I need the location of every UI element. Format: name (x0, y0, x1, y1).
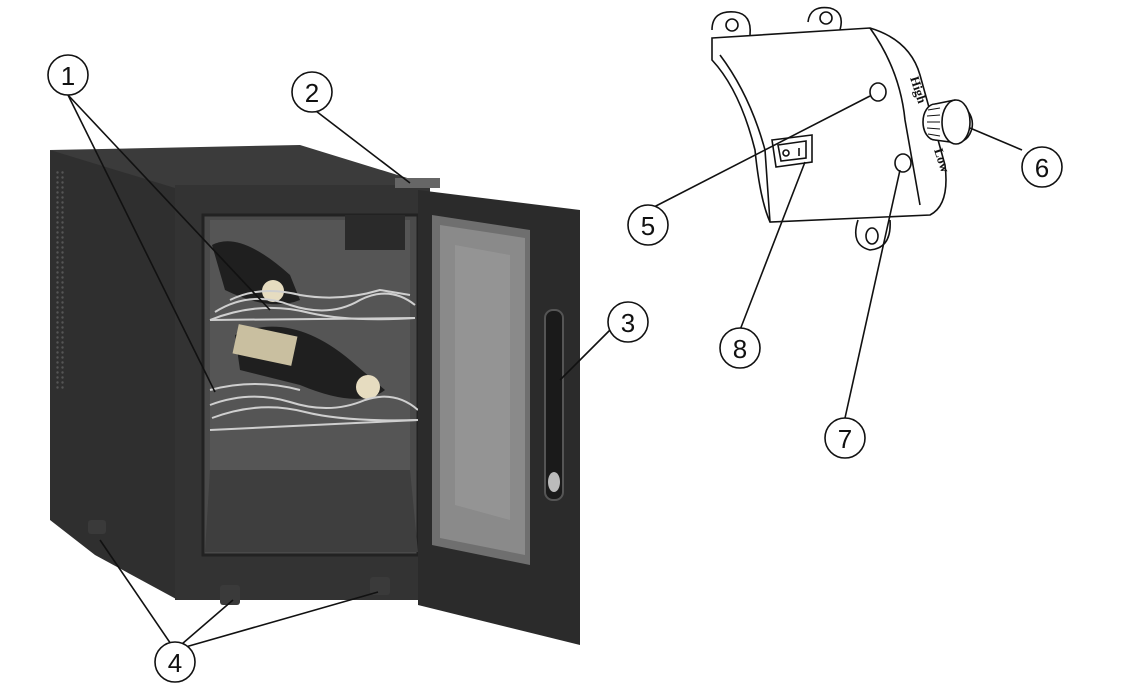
dial-low-label: Low (931, 146, 953, 175)
thermostat-housing (345, 215, 405, 250)
callout-2: 2 (291, 71, 333, 113)
wire-rack-upper (209, 288, 416, 321)
callout-4: 4 (154, 641, 196, 683)
wire-rack-lower (209, 383, 419, 431)
callout-7-number: 7 (838, 424, 852, 454)
callout-2-number: 2 (305, 78, 319, 108)
callout-5-number: 5 (641, 211, 655, 241)
callout-3: 3 (607, 301, 649, 343)
control-panel-drawing (711, 6, 974, 251)
callout-6: 6 (1021, 146, 1063, 188)
reset-hole (894, 153, 912, 173)
callouts: 1 2 3 4 5 6 7 8 (47, 54, 1063, 683)
panel-plate (711, 27, 947, 223)
door-hinge (395, 178, 440, 188)
cabinet-feet (88, 520, 390, 605)
power-switch (771, 134, 813, 168)
callout-5: 5 (627, 204, 669, 246)
callout-3-number: 3 (621, 308, 635, 338)
callout-8: 8 (719, 327, 761, 369)
callout-1-number: 1 (61, 61, 75, 91)
temperature-knob (922, 99, 974, 145)
indicator-light (869, 82, 887, 102)
side-vent-grille (55, 170, 65, 390)
leader-lines (67, 94, 1023, 651)
callout-4-number: 4 (168, 648, 182, 678)
door-handle (544, 309, 564, 501)
wine-bottle-lower (232, 324, 385, 399)
callout-8-number: 8 (733, 334, 747, 364)
interior-floor (205, 470, 418, 552)
glass-door (418, 190, 580, 645)
cabinet-side-panel (50, 150, 178, 600)
callout-1: 1 (47, 54, 89, 96)
callout-7: 7 (824, 417, 866, 459)
callout-6-number: 6 (1035, 153, 1049, 183)
wine-cooler-unit (50, 145, 580, 645)
